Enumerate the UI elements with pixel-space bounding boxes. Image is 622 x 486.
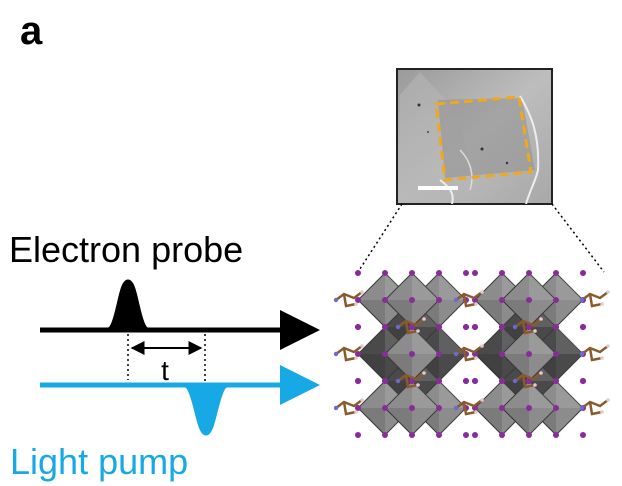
- iodide-atom: [553, 378, 559, 384]
- zoom-line-left: [357, 203, 403, 273]
- sample-micrograph: [396, 68, 553, 205]
- iodide-atom: [499, 432, 505, 438]
- iodide-atom: [463, 432, 469, 438]
- iodide-atom: [436, 378, 442, 384]
- organic-cation: [514, 318, 542, 335]
- time-delay-marker: t: [127, 334, 206, 386]
- iodide-atom: [526, 378, 532, 384]
- iodide-atom: [382, 297, 388, 303]
- iodide-atom: [409, 405, 415, 411]
- iodide-atom: [436, 297, 442, 303]
- iodide-atom: [382, 405, 388, 411]
- iodide-atom: [526, 297, 532, 303]
- iodide-atom: [499, 324, 505, 330]
- crystal-structure: [333, 270, 610, 438]
- iodide-atom: [355, 351, 361, 357]
- iodide-atom: [382, 432, 388, 438]
- iodide-atom: [472, 324, 478, 330]
- iodide-atom: [472, 432, 478, 438]
- iodide-atom: [580, 324, 586, 330]
- iodide-atom: [409, 378, 415, 384]
- selection-box: [434, 95, 533, 182]
- iodide-atom: [409, 297, 415, 303]
- iodide-atom: [580, 378, 586, 384]
- electron-probe-pulse: [40, 279, 320, 350]
- electron-probe-label: Electron probe: [9, 229, 243, 270]
- iodide-atom: [499, 378, 505, 384]
- organic-cation: [581, 345, 609, 362]
- panel-label: a: [20, 9, 43, 53]
- light-pump-pulse: [40, 365, 320, 436]
- iodide-atom: [355, 378, 361, 384]
- iodide-atom: [355, 297, 361, 303]
- iodide-atom: [463, 378, 469, 384]
- iodide-atom: [499, 270, 505, 276]
- iodide-atom: [553, 270, 559, 276]
- iodide-atom: [580, 432, 586, 438]
- iodide-atom: [526, 351, 532, 357]
- organic-cation: [455, 345, 483, 362]
- iodide-atom: [526, 405, 532, 411]
- organic-cation: [397, 372, 425, 389]
- iodide-atom: [553, 405, 559, 411]
- iodide-atom: [355, 432, 361, 438]
- delay-label: t: [161, 355, 169, 386]
- iodide-atom: [436, 432, 442, 438]
- light-pump-label: Light pump: [10, 441, 188, 482]
- organic-cation: [335, 399, 363, 416]
- iodide-atom: [382, 378, 388, 384]
- iodide-atom: [553, 351, 559, 357]
- organic-cation: [335, 345, 363, 362]
- iodide-atom: [499, 297, 505, 303]
- iodide-atom: [499, 405, 505, 411]
- iodide-atom: [553, 324, 559, 330]
- organic-cation: [514, 372, 542, 389]
- iodide-atom: [499, 351, 505, 357]
- iodide-atom: [355, 270, 361, 276]
- iodide-atom: [472, 378, 478, 384]
- iodide-atom: [553, 297, 559, 303]
- iodide-atom: [409, 351, 415, 357]
- iodide-atom: [436, 351, 442, 357]
- zoom-line-right: [551, 203, 605, 273]
- iodide-atom: [355, 405, 361, 411]
- organic-cation: [455, 291, 483, 308]
- iodide-atom: [580, 270, 586, 276]
- iodide-atom: [472, 270, 478, 276]
- iodide-atom: [382, 351, 388, 357]
- iodide-atom: [526, 270, 532, 276]
- iodide-atom: [463, 324, 469, 330]
- iodide-atom: [409, 324, 415, 330]
- iodide-atom: [409, 432, 415, 438]
- iodide-atom: [526, 432, 532, 438]
- organic-cation: [335, 291, 363, 308]
- iodide-atom: [526, 324, 532, 330]
- iodide-atom: [355, 324, 361, 330]
- pump-arrowhead: [280, 365, 320, 405]
- organic-cation: [397, 318, 425, 335]
- iodide-atom: [463, 270, 469, 276]
- iodide-atom: [382, 324, 388, 330]
- iodide-atom: [436, 405, 442, 411]
- organic-cation: [581, 399, 609, 416]
- iodide-atom: [436, 270, 442, 276]
- iodide-atom: [409, 270, 415, 276]
- organic-cation: [455, 399, 483, 416]
- iodide-atom: [553, 432, 559, 438]
- iodide-atom: [382, 270, 388, 276]
- iodide-atom: [436, 324, 442, 330]
- organic-cation: [581, 291, 609, 308]
- probe-arrowhead: [280, 310, 320, 350]
